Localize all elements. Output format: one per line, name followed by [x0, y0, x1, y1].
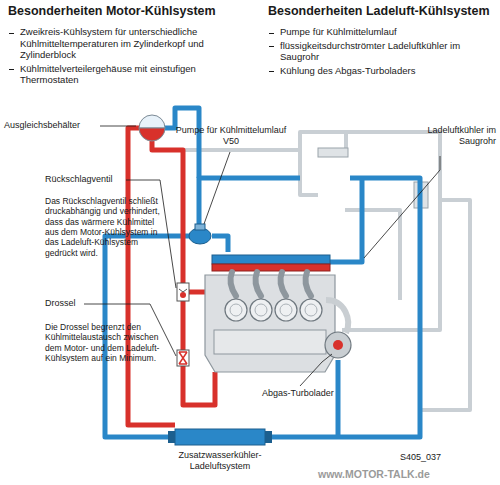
red-pipes [128, 128, 215, 425]
pump-v50 [189, 224, 211, 244]
callout-label: Drossel [45, 298, 125, 309]
bullet-dash [9, 69, 14, 70]
turbocharger [325, 300, 351, 358]
bullet-text: Zweikreis-Kühlsystem für unterschiedlich… [20, 26, 245, 61]
bullet-dash [9, 33, 14, 34]
check-valve [177, 283, 189, 301]
note-text: Die Drossel begrenzt den Kühlmittelausta… [45, 322, 167, 363]
callout-label: Ladeluftkühler im Saugrohr [392, 125, 496, 147]
bullet-text: flüssigkeitsdurchströmter Ladeluftkühler… [280, 40, 492, 63]
figure-number: S405_037 [400, 452, 490, 463]
bullet-text: Pumpe für Kühlmittelumlauf [280, 26, 492, 38]
callout-label: Zusatzwasserkühler-Ladeluftsystem [160, 450, 280, 472]
thermostat-housing [318, 148, 348, 157]
blue-pipes [105, 108, 420, 437]
callout-label: Abgas-Turbolader [262, 388, 372, 399]
note-text: Das Rückschlagventil schließt druckabhän… [45, 196, 169, 258]
expansion-tank [139, 115, 165, 141]
bullet-dash [269, 33, 274, 34]
bullet-dash [269, 46, 274, 47]
callout-label: Ausgleichsbehälter [4, 120, 100, 131]
watermark: www.MOTOR-TALK.de [318, 468, 496, 481]
bullet-text: Kühlung des Abgas-Turboladers [280, 65, 492, 77]
throttle [177, 350, 189, 366]
bullet-dash [269, 71, 274, 72]
heading: Besonderheiten Ladeluft-Kühlsystem [268, 4, 498, 19]
heading: Besonderheiten Motor-Kühlsystem [8, 4, 253, 19]
bullet-text: Kühlmittelverteilergehäuse mit einstufig… [20, 63, 245, 86]
engine-pipes [165, 132, 470, 410]
callout-label: Pumpe für Kühlmittelumlauf V50 [172, 125, 290, 147]
callout-label: Rückschlagventil [45, 174, 165, 185]
engine [205, 255, 335, 372]
auxiliary-radiator [168, 429, 272, 445]
